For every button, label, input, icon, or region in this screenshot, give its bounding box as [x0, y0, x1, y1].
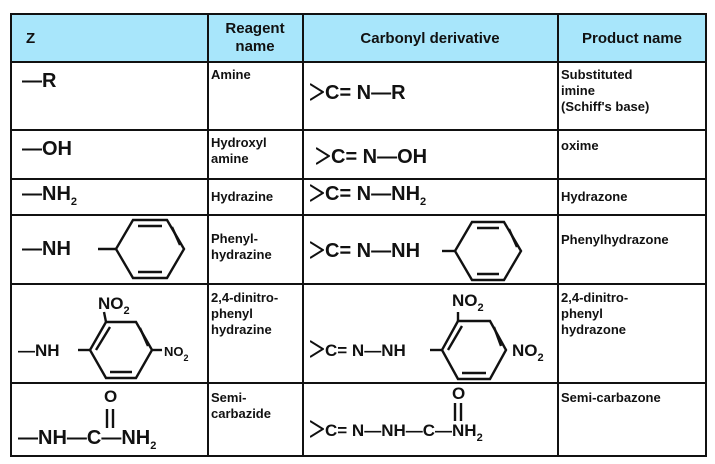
divider [10, 283, 707, 285]
reagent-name: Semi-carbazide [211, 390, 271, 421]
derivative-formula: C= N—R [310, 82, 406, 104]
product-name: oxime [561, 138, 599, 153]
divider [10, 61, 707, 63]
reagent-name: Phenyl-hydrazine [211, 231, 272, 262]
carbonyl-double-bond-icon [105, 403, 463, 428]
carbonyl-bracket-icon [310, 83, 324, 101]
z-formula: —NH—C—NH2 [18, 427, 157, 452]
z-formula: —R [22, 70, 57, 92]
z-formula: —NH [18, 341, 60, 360]
dinitrobenzene-ring-icon [430, 312, 508, 381]
product-name: Phenylhydrazone [561, 232, 669, 247]
derivative-formula: C= N—NH2 [310, 183, 426, 208]
header-z: Z [26, 30, 36, 47]
carbonyl-bracket-icon [310, 184, 324, 202]
reagent-name: Amine [211, 67, 251, 82]
product-name: Hydrazone [561, 189, 628, 204]
divider [10, 214, 707, 216]
z-formula: —OH [22, 138, 72, 160]
dinitrobenzene-ring-icon [78, 311, 162, 380]
derivative-no2-top: NO2 [452, 291, 484, 314]
derivative-no2-right: NO2 [512, 341, 544, 364]
carbonyl-bracket-icon [310, 420, 324, 438]
divider [10, 13, 12, 457]
divider [10, 455, 707, 457]
product-name: Semi-carbazone [561, 390, 661, 405]
derivative-formula: C= N—NH—C—NH2 [310, 420, 483, 444]
table-header [10, 14, 706, 62]
header-reagent: Reagent name [225, 20, 285, 55]
carbonyl-bracket-icon [310, 340, 324, 358]
divider [10, 382, 707, 384]
carbonyl-bracket-icon [316, 147, 330, 165]
reagent-name: Hydrazine [211, 189, 274, 204]
derivative-formula: C= N—OH [316, 146, 427, 168]
divider [207, 13, 209, 457]
z-no2-top: NO2 [98, 294, 130, 317]
benzene-ring-icon [98, 218, 186, 280]
z-no2-right: NO2 [164, 344, 189, 363]
carbonyl-bracket-icon [310, 241, 324, 259]
divider [302, 13, 304, 457]
benzene-ring-icon [442, 220, 523, 282]
z-formula: —NH [22, 238, 71, 260]
divider [557, 13, 559, 457]
divider [705, 13, 707, 457]
divider [10, 13, 707, 15]
z-carbonyl-oxygen: O [104, 387, 118, 406]
header-product: Product name [581, 30, 683, 47]
derivative-formula: C= N—NH [310, 240, 420, 262]
divider [10, 129, 707, 131]
divider [10, 178, 707, 180]
header-derivative: Carbonyl derivative [360, 30, 500, 47]
z-formula: —NH2 [22, 183, 78, 208]
derivative-formula: C= N—NH [310, 340, 406, 362]
derivative-carbonyl-oxygen: O [452, 384, 466, 403]
